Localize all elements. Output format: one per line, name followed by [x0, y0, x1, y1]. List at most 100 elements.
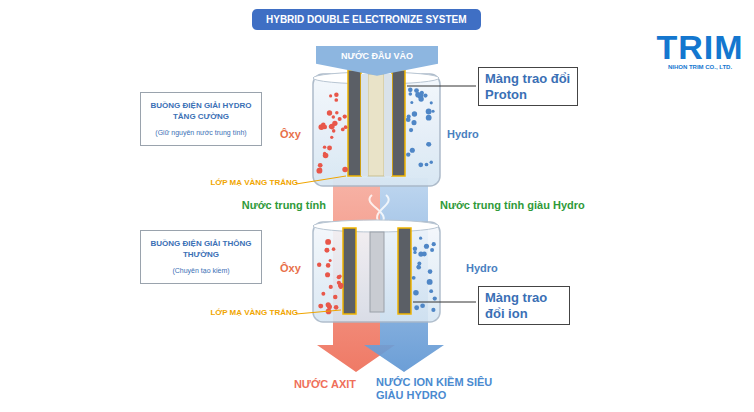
- title-banner: HYBRID DOUBLE ELECTRONIZE SYSTEM: [252, 9, 481, 30]
- gas-label: Ôxy: [280, 262, 301, 275]
- gas-bubble: [339, 275, 342, 278]
- leader-line: [296, 176, 346, 184]
- chamber-label: BUỒNG ĐIỆN GIẢI HYDRO TĂNG CƯỜNG(Giữ ngu…: [140, 92, 262, 146]
- gas-bubble: [332, 129, 336, 133]
- gas-bubble: [412, 111, 417, 116]
- gas-bubble: [334, 98, 338, 102]
- gas-bubble: [428, 269, 433, 274]
- gas-bubble: [333, 295, 338, 300]
- gas-label: Hydro: [447, 128, 479, 141]
- gas-bubble: [330, 136, 333, 139]
- node-heading: Màng trao đổi Proton: [485, 71, 571, 102]
- gas-bubble: [411, 120, 416, 125]
- gas-bubble: [432, 242, 436, 246]
- gas-bubble: [329, 259, 332, 262]
- gas-bubble: [429, 289, 433, 293]
- gas-bubble: [316, 168, 322, 174]
- gas-bubble: [329, 285, 333, 289]
- gas-bubble: [335, 111, 339, 115]
- node-heading: BUỒNG ĐIỆN GIẢI HYDRO TĂNG CƯỜNG: [147, 101, 255, 123]
- gas-bubble: [426, 109, 432, 115]
- gas-bubble: [417, 262, 421, 266]
- gas-bubble: [413, 251, 416, 254]
- gas-bubble: [430, 160, 433, 163]
- gas-bubble: [433, 296, 437, 300]
- gas-bubble: [325, 272, 330, 277]
- gas-bubble: [343, 114, 347, 118]
- node-note: NIHON TRIM CO., LTD.: [652, 64, 748, 71]
- gas-bubble: [332, 115, 335, 118]
- gas-label: Ôxy: [280, 128, 301, 141]
- gas-bubble: [329, 94, 332, 97]
- gas-bubble: [317, 263, 321, 267]
- gas-bubble: [337, 275, 341, 279]
- gas-bubble: [426, 115, 432, 121]
- gas-bubble: [418, 162, 423, 167]
- gas-bubble: [325, 239, 331, 245]
- gas-bubble: [424, 244, 429, 249]
- node-heading: TRIM: [652, 30, 748, 64]
- gas-bubble: [338, 117, 342, 121]
- gas-bubble: [334, 92, 338, 96]
- gas-bubble: [323, 153, 329, 159]
- gas-bubble: [409, 128, 413, 132]
- gas-bubble: [341, 128, 345, 132]
- gas-bubble: [423, 93, 427, 97]
- gas-bubble: [427, 279, 433, 285]
- gas-bubble: [413, 246, 417, 250]
- callout-box: Màng trao đổi ion: [478, 286, 570, 325]
- plating-label: LỚP MẠ VÀNG TRẮNG: [210, 178, 298, 188]
- gas-bubble: [412, 276, 416, 280]
- gas-bubble: [326, 302, 331, 307]
- gas-bubble: [323, 145, 326, 148]
- gas-bubble: [318, 168, 322, 172]
- gas-bubble: [425, 163, 429, 167]
- gas-bubble: [431, 308, 435, 312]
- chamber-label: BUỒNG ĐIỆN GIẢI THÔNG THƯỜNG (Chuyên tạo …: [140, 230, 262, 284]
- gas-bubble: [329, 125, 333, 129]
- node-note: (Chuyên tạo kiềm): [147, 266, 255, 275]
- leader-line: [296, 310, 341, 314]
- upper-chamber: [313, 70, 440, 186]
- gas-bubble: [318, 163, 323, 168]
- gas-bubble: [426, 142, 430, 146]
- gas-bubble: [321, 123, 326, 128]
- gas-bubble: [414, 305, 419, 310]
- plating-label: LỚP MẠ VÀNG TRẮNG: [210, 308, 298, 318]
- gas-bubble: [321, 292, 325, 296]
- gas-bubble: [339, 286, 342, 289]
- inlet-arrow: NƯỚC ĐẦU VÀO: [316, 46, 438, 76]
- lower-chamber: [313, 220, 440, 322]
- gas-bubble: [327, 110, 332, 115]
- inlet-arrow-body: [316, 46, 438, 76]
- gas-bubble: [432, 110, 435, 113]
- leader-line: [413, 302, 476, 303]
- gas-bubble: [422, 251, 427, 256]
- flow-label: Nước trung tính giàu Hydro: [440, 199, 585, 212]
- gas-bubble: [406, 152, 410, 156]
- node-heading: BUỒNG ĐIỆN GIẢI THÔNG THƯỜNG: [147, 239, 255, 261]
- gas-bubble: [324, 248, 329, 253]
- gas-bubble: [327, 145, 332, 150]
- brand-logo: TRIMNIHON TRIM CO., LTD.: [652, 30, 748, 71]
- gas-bubble: [409, 92, 413, 96]
- gas-bubble: [419, 237, 422, 240]
- node-heading: NƯỚC ĐẦU VÀO: [320, 51, 434, 62]
- gas-bubble: [414, 88, 419, 93]
- gas-bubble: [420, 303, 425, 308]
- leader-line: [407, 86, 476, 87]
- gas-label: Hydro: [466, 262, 498, 275]
- gas-bubble: [406, 117, 411, 122]
- gas-bubble: [413, 290, 419, 296]
- gas-bubble: [410, 148, 415, 153]
- gas-bubble: [408, 88, 413, 93]
- title-text: HYBRID DOUBLE ELECTRONIZE SYSTEM: [266, 14, 467, 25]
- node-heading: Màng trao đổi ion: [485, 290, 563, 321]
- callout-box: Màng trao đổi Proton: [478, 67, 578, 106]
- flow-label: Nước trung tính: [242, 199, 326, 212]
- outlet-label: NƯỚC ION KIỀM SIÊU GIÀU HYDRO: [376, 376, 494, 402]
- gas-bubble: [416, 265, 421, 270]
- gas-bubble: [318, 304, 323, 309]
- gas-bubble: [427, 142, 432, 147]
- gas-bubble: [326, 263, 331, 268]
